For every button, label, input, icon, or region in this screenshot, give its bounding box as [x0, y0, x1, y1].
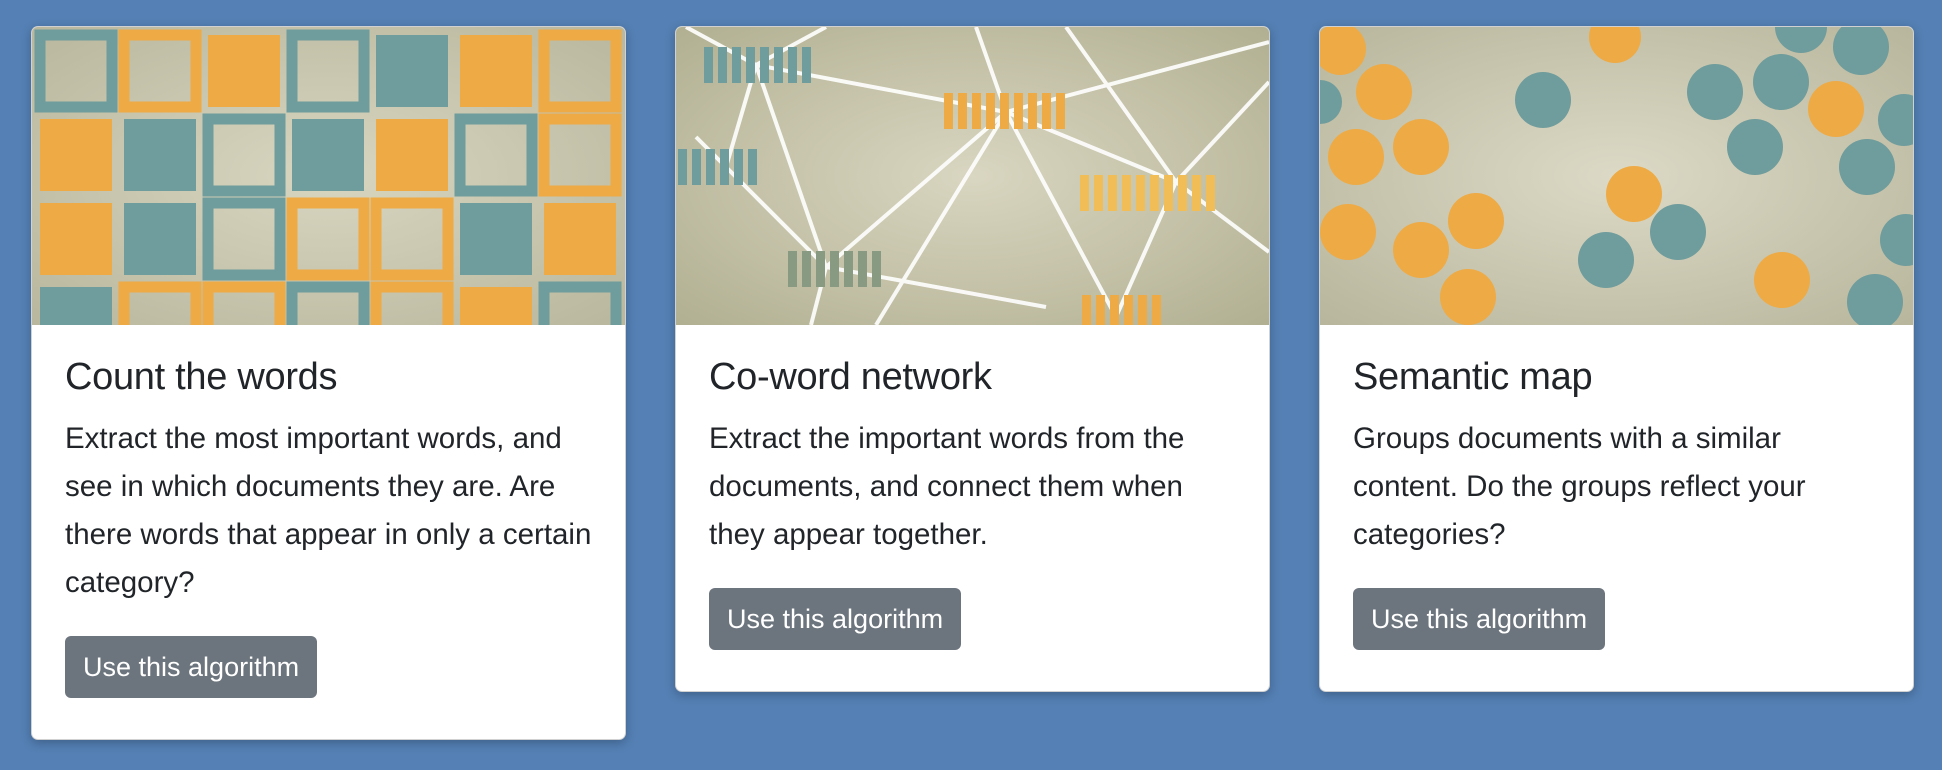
card-title: Semantic map	[1353, 356, 1593, 398]
card-description: Groups documents with a similar content.…	[1353, 421, 1806, 551]
semantic-map-circles-image	[1320, 27, 1913, 325]
card-semantic-map: Semantic map Groups documents with a sim…	[1319, 26, 1914, 692]
card-body: Count the words Extract the most importa…	[32, 325, 625, 698]
card-description: Extract the most important words, and se…	[65, 421, 592, 599]
card-body: Co-word network Extract the important wo…	[676, 325, 1269, 650]
algorithm-cards: Count the words Extract the most importa…	[31, 26, 1914, 740]
use-algorithm-button[interactable]: Use this algorithm	[1353, 587, 1606, 650]
card-body: Semantic map Groups documents with a sim…	[1320, 325, 1913, 650]
use-algorithm-button[interactable]: Use this algorithm	[65, 635, 318, 698]
card-title: Count the words	[65, 356, 338, 398]
card-description: Extract the important words from the doc…	[709, 421, 1185, 551]
card-title: Co-word network	[709, 356, 992, 398]
word-count-squares-image	[32, 27, 625, 325]
card-co-word-network: Co-word network Extract the important wo…	[675, 26, 1270, 692]
co-word-network-image	[676, 27, 1269, 325]
card-count-words: Count the words Extract the most importa…	[31, 26, 626, 740]
use-algorithm-button[interactable]: Use this algorithm	[709, 587, 962, 650]
